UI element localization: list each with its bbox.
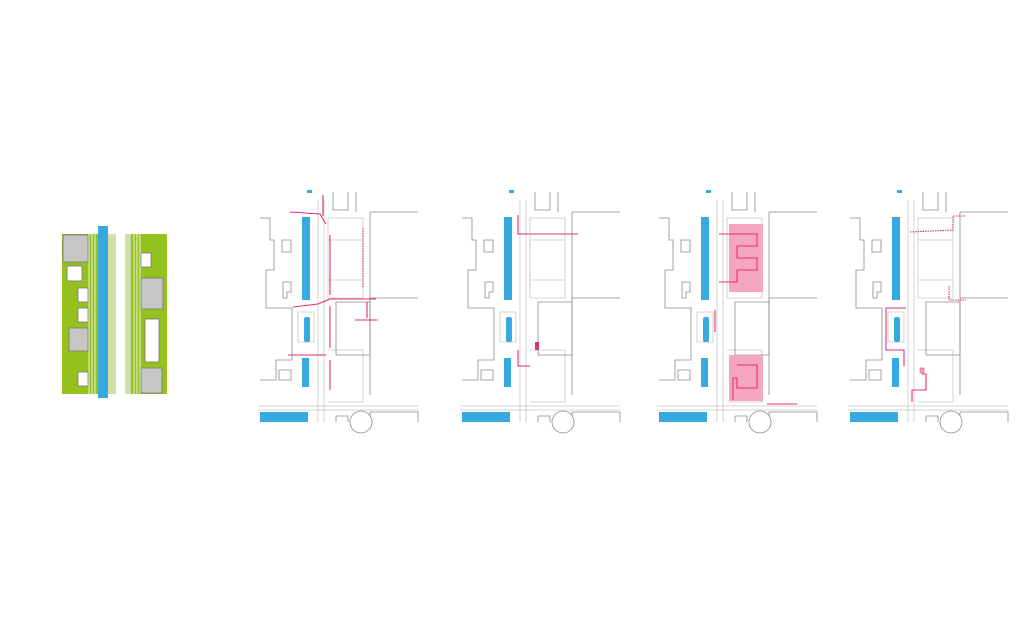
movement-map	[257, 189, 419, 434]
section-diagram	[62, 226, 167, 398]
pink-zone-map	[656, 189, 818, 434]
route-map	[847, 189, 1009, 434]
entry-map	[459, 189, 621, 434]
